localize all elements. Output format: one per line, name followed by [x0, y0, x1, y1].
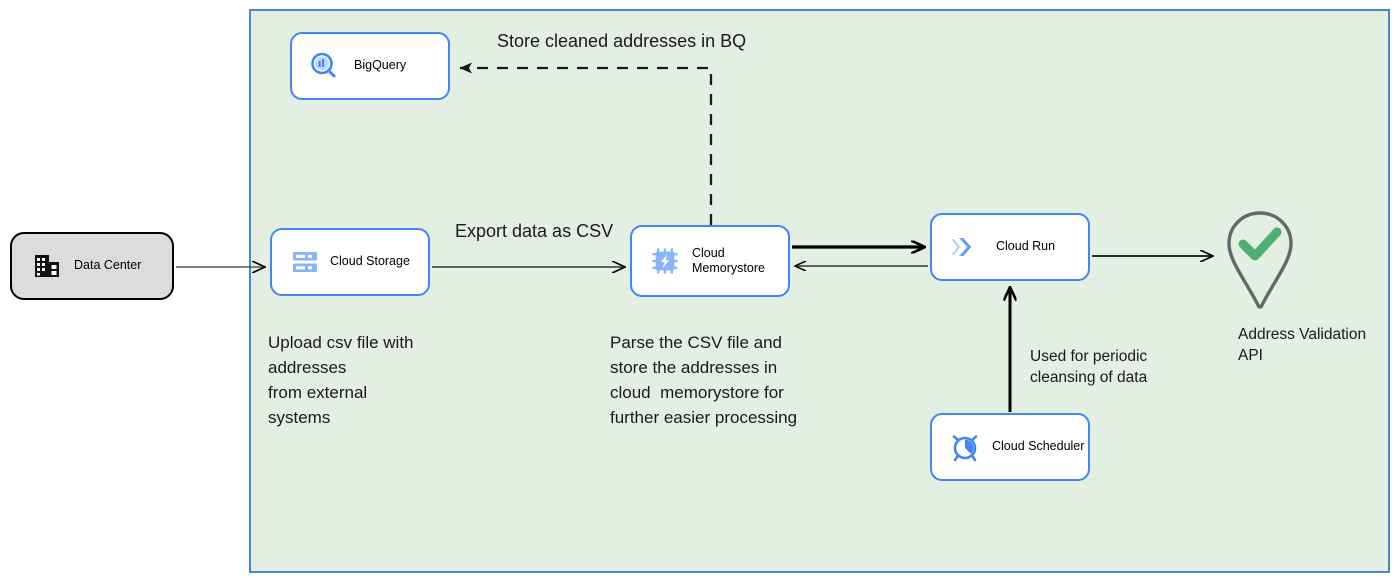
node-data-center[interactable]: Data Center — [10, 232, 174, 300]
map-pin-check-icon — [1222, 209, 1298, 311]
node-cloud-run[interactable]: Cloud Run — [930, 213, 1090, 281]
node-cloud-scheduler[interactable]: Cloud Scheduler — [930, 413, 1090, 481]
edge-memorystore-to-bigquery — [459, 62, 713, 225]
label-address-validation-api: Address Validation API — [1238, 326, 1367, 364]
node-label: Cloud Storage — [330, 254, 410, 269]
node-cloud-memorystore[interactable]: Cloud Memorystore — [630, 225, 790, 297]
cloud-boundary-zone — [249, 9, 1390, 573]
edge-label-export-csv: Export data as CSV — [455, 221, 614, 241]
node-bigquery[interactable]: BigQuery — [290, 32, 450, 100]
node-label: Cloud Run — [996, 239, 1056, 254]
building-icon — [30, 252, 64, 280]
node-label: Cloud Scheduler — [992, 439, 1085, 454]
cloud-storage-icon — [288, 247, 322, 277]
edge-label-store-in-bq: Store cleaned addresses in BQ — [497, 31, 747, 51]
node-label: Cloud Memorystore — [692, 245, 765, 275]
cloud-run-icon — [946, 232, 984, 262]
node-cloud-storage[interactable]: Cloud Storage — [270, 228, 430, 296]
annotation-upload: Upload csv file with addresses from exte… — [268, 333, 414, 427]
memorystore-chip-icon — [648, 246, 682, 276]
alarm-clock-icon — [948, 431, 982, 463]
annotation-cleanse: Used for periodic cleansing of data — [1030, 348, 1148, 386]
annotation-parse: Parse the CSV file and store the address… — [610, 333, 798, 427]
node-label: Data Center — [74, 258, 142, 273]
node-label: BigQuery — [354, 58, 407, 73]
bigquery-icon — [306, 50, 342, 82]
